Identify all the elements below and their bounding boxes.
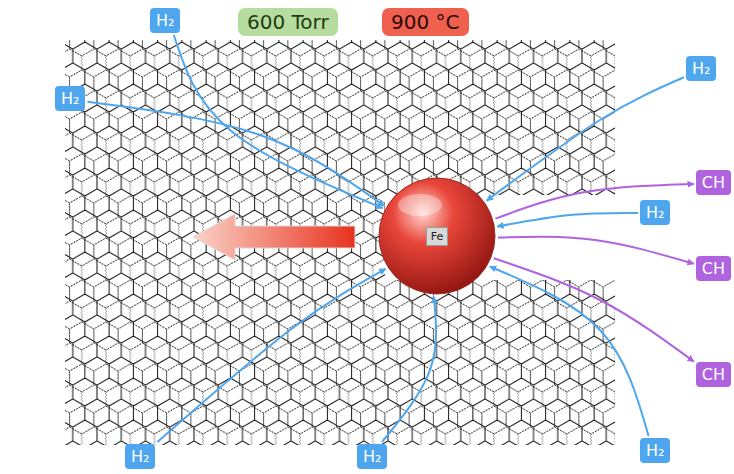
gas-label: H₂ [640,200,670,225]
label-text: CH [702,173,725,192]
product-label: CH [696,362,731,387]
label-text: H₂ [646,441,664,460]
iron-particle: Fe [378,177,496,295]
gas-label: H₂ [640,438,670,463]
flow-arrow [87,102,384,206]
label-text: 600 Torr [247,10,329,34]
flow-arrow [494,258,694,361]
product-label: CH [696,170,731,195]
pressure-label: 600 Torr [238,8,338,36]
flow-arrow [157,269,385,442]
label-text: 900 °C [391,10,460,34]
label-text: H₂ [156,11,174,30]
flow-arrow [490,266,649,436]
flow-arrow [497,213,638,227]
flow-arrow [487,77,684,200]
gas-label: H₂ [125,444,155,469]
flow-arrow [498,237,694,264]
gas-label: H₂ [357,444,387,469]
lattice-solid [65,40,615,445]
label-text: CH [702,365,725,384]
label-text: H₂ [646,203,664,222]
label-text: H₂ [131,447,149,466]
element-label: Fe [426,227,449,246]
gas-label: H₂ [686,56,716,81]
flow-arrow [382,297,436,442]
growth-arrow [193,214,355,260]
label-text: H₂ [61,89,79,108]
label-text: H₂ [363,447,381,466]
gas-label: H₂ [150,8,180,33]
sphere-highlight [398,194,442,216]
product-label: CH [696,256,731,281]
lattice-dotted [65,40,615,445]
label-text: CH [702,259,725,278]
gas-label: H₂ [55,86,85,111]
sphere-outline [379,178,495,294]
temperature-label: 900 °C [382,8,469,36]
label-text: H₂ [692,59,710,78]
